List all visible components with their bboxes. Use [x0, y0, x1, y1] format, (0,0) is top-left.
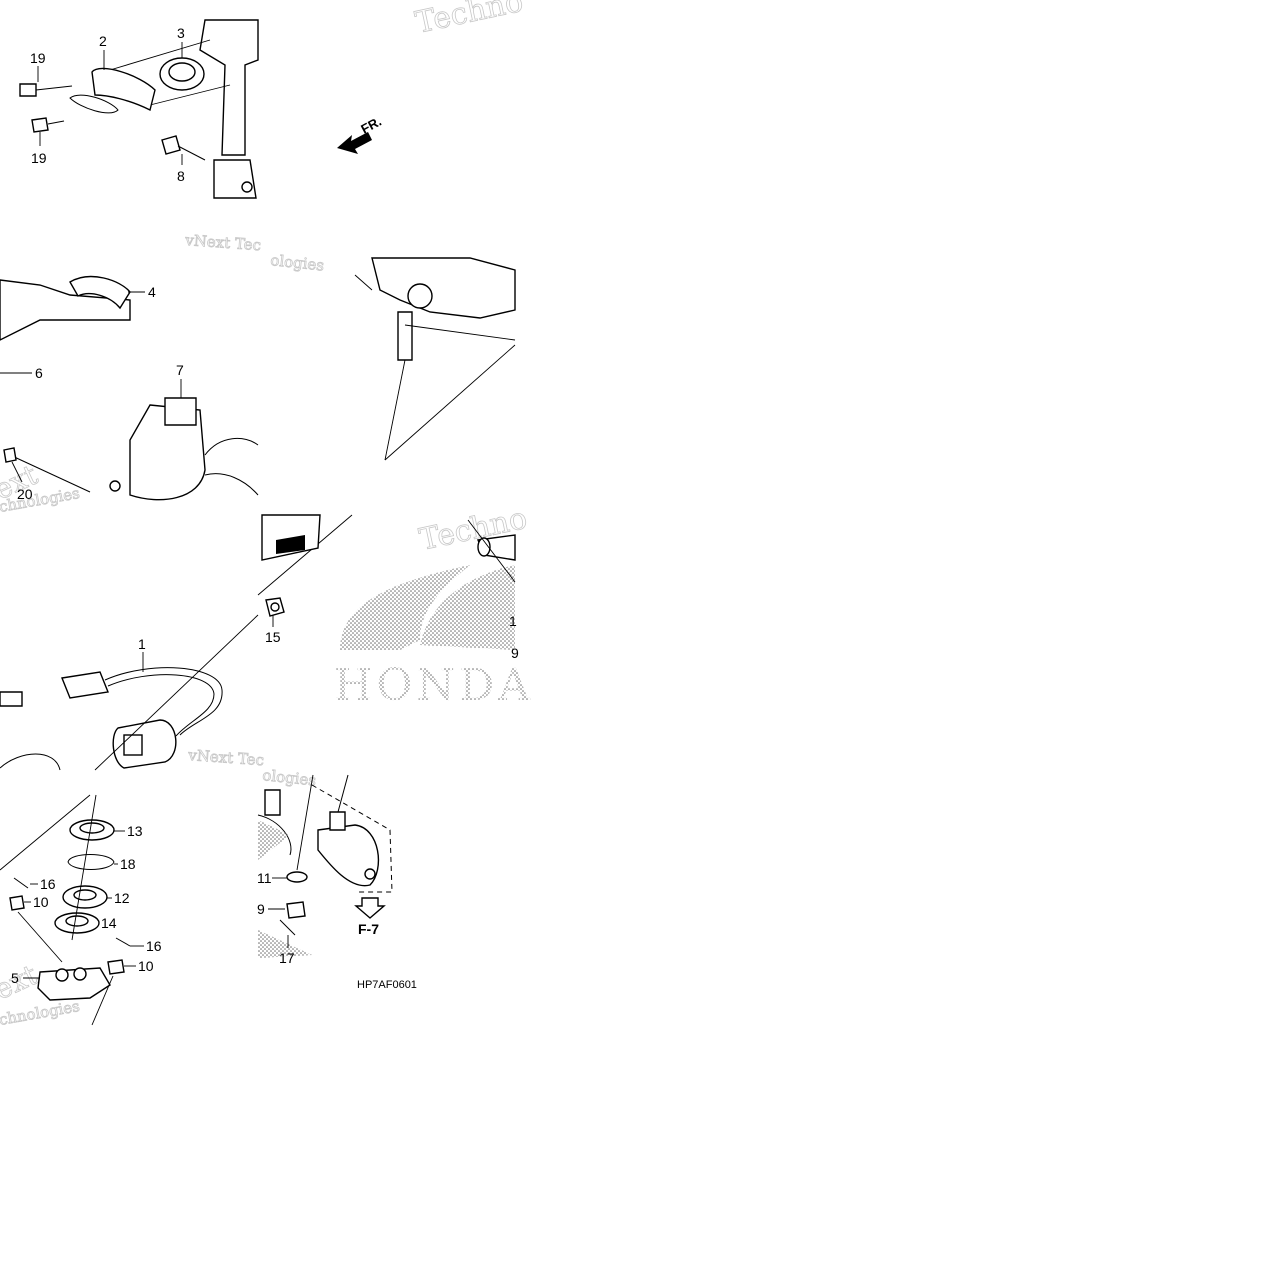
callout-leaders	[0, 42, 289, 979]
callout-19a: 19	[30, 50, 46, 66]
callout-10a: 10	[33, 894, 49, 910]
column-bushing	[159, 57, 205, 91]
callout-6: 6	[35, 365, 43, 381]
forward-arrow: FR.	[337, 114, 384, 154]
watermark-1: Techno	[412, 0, 526, 41]
honda-logo-text: HONDA	[334, 660, 534, 711]
callout-7: 7	[176, 362, 184, 378]
callout-3: 3	[177, 25, 185, 41]
callout-20: 20	[17, 486, 33, 502]
callout-2: 2	[99, 33, 107, 49]
callout-13: 13	[127, 823, 143, 839]
watermark-6: ologies	[262, 766, 317, 790]
callout-9-partial: 9	[511, 645, 519, 661]
wiring-harness	[0, 514, 353, 771]
lock-nut	[265, 597, 285, 617]
callout-11: 11	[257, 870, 272, 886]
forward-arrow-label: FR.	[358, 114, 384, 137]
callout-18: 18	[120, 856, 136, 872]
callout-14: 14	[101, 915, 117, 931]
diagram-code: HP7AF0601	[357, 979, 417, 991]
callout-15: 15	[265, 629, 281, 645]
watermark-5: vNext Tec	[187, 746, 265, 769]
bearing-stack	[0, 794, 131, 1026]
column-boot	[261, 514, 321, 561]
steering-column-assembly	[109, 19, 259, 199]
callout-10b: 10	[138, 958, 154, 974]
callout-1-partial: 1	[509, 613, 517, 629]
watermark-9: ext	[0, 958, 43, 1007]
ref-mark-label: F-7	[358, 921, 379, 937]
callout-19b: 19	[31, 150, 47, 166]
honda-logo: HONDA	[334, 565, 534, 711]
callout-4: 4	[148, 284, 156, 300]
callout-9: 9	[257, 901, 265, 917]
tie-rod-stub	[467, 519, 516, 583]
callout-17: 17	[279, 950, 295, 966]
callout-labels: 19 2 3 19 8 4 6 7 20 15 1 13 18 16 12 10…	[11, 25, 519, 986]
callout-16b: 16	[146, 938, 162, 954]
eps-unit	[0, 275, 259, 501]
tie-rod-end-assembly: F-7	[257, 774, 393, 958]
callout-16a: 16	[40, 876, 56, 892]
bolt-group-upper	[19, 83, 206, 161]
watermark-2: vNext Tec	[184, 231, 262, 254]
callout-8: 8	[177, 168, 185, 184]
watermark-3: ologies	[270, 251, 325, 275]
callout-1: 1	[138, 636, 146, 652]
column-clamp	[69, 67, 156, 114]
callout-12: 12	[114, 890, 130, 906]
callout-5: 5	[11, 970, 19, 986]
gearbox-assembly	[354, 257, 516, 461]
